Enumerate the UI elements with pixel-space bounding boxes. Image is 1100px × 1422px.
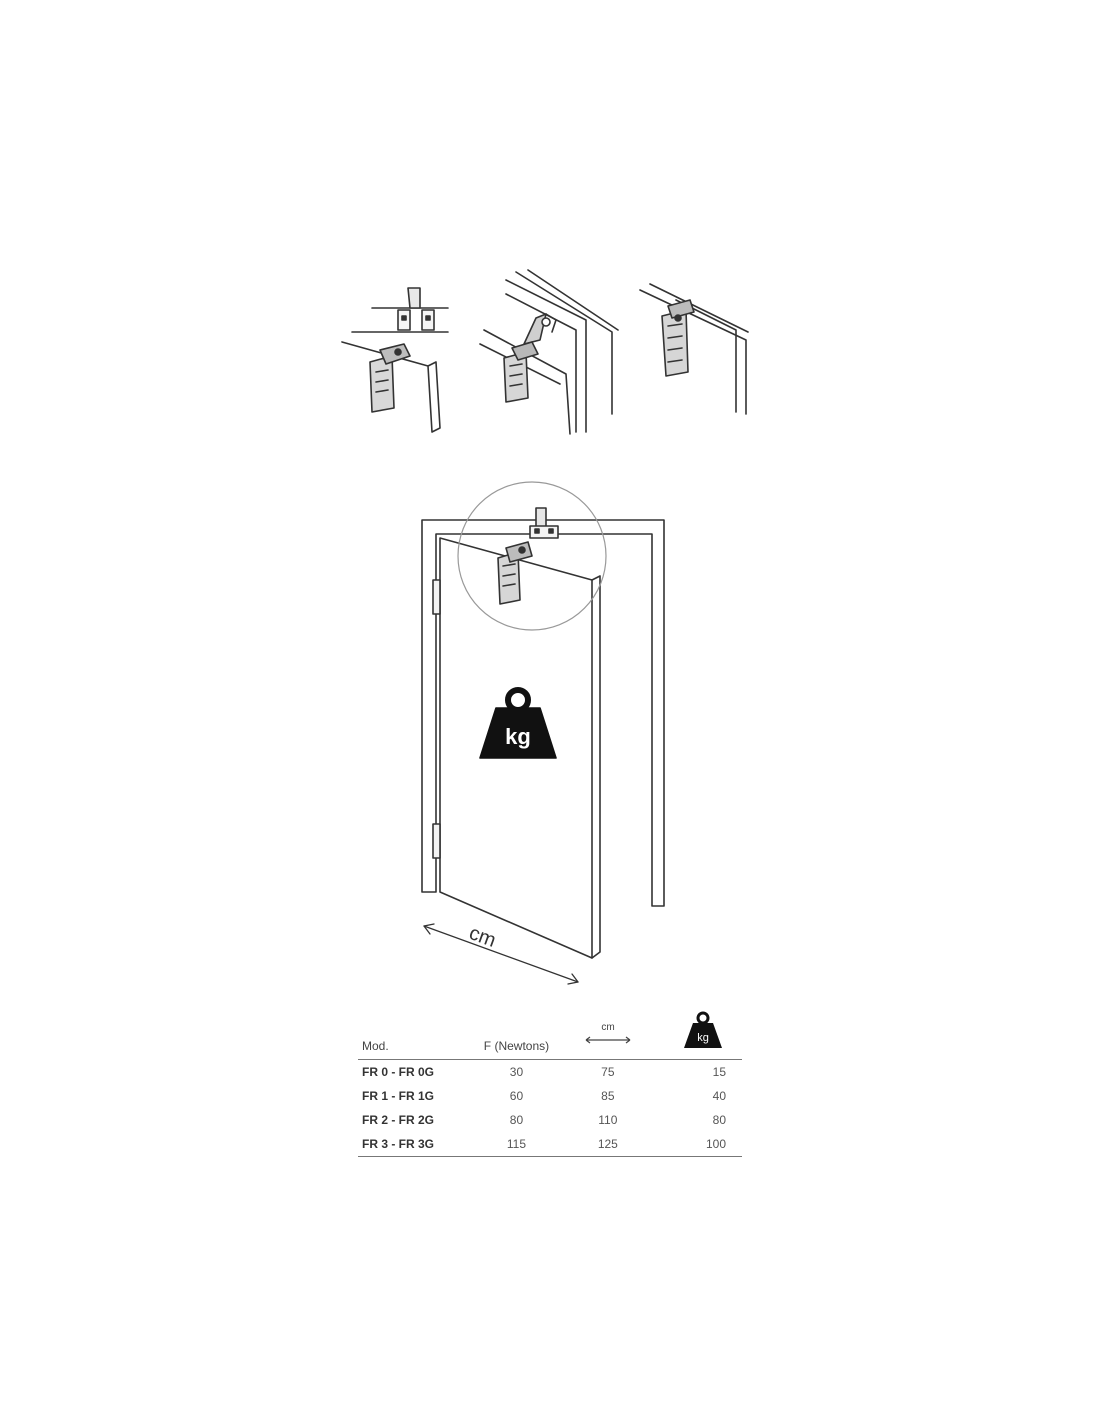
closer-view-2 [479,269,619,435]
spec-table: Mod. F (Newtons) cm [358,1010,742,1157]
cell-weight: 100 [651,1132,742,1157]
header-width: cm [564,1010,652,1060]
weight-header-icon: kg [680,1010,726,1053]
weight-header-svg: kg [684,1011,722,1048]
cell-width: 75 [601,1065,615,1079]
closer-view-1 [341,287,449,433]
table-header-row: Mod. F (Newtons) cm [358,1010,742,1060]
cell-width: 85 [601,1089,615,1103]
table-row: FR 0 - FR 0G 30 75 15 [358,1060,742,1085]
door-assembly: cm kg [421,481,665,985]
weight-header-label: kg [697,1032,709,1044]
installation-diagram: cm kg [341,269,749,985]
header-weight: kg [651,1010,742,1060]
cell-width: 110 [598,1113,618,1127]
width-label: cm [466,922,499,952]
width-arrow-svg: cm [585,1022,631,1044]
width-arrow-icon: cm [578,1020,638,1053]
installation-drawing: cm kg [341,269,749,985]
header-model: Mod. [358,1010,469,1060]
cell-model: FR 0 - FR 0G [362,1065,435,1079]
cell-force: 30 [509,1065,524,1079]
header-force: F (Newtons) [468,1010,565,1060]
cell-weight: 80 [712,1113,726,1127]
cell-force: 80 [509,1113,524,1127]
closer-view-3 [639,283,749,415]
width-header-label: cm [601,1022,614,1033]
cell-width: 125 [564,1132,652,1157]
table-row: FR 3 - FR 3G 115 125 100 [358,1132,742,1157]
cell-force: 60 [509,1089,524,1103]
cell-weight: 40 [712,1089,726,1103]
cell-weight: 15 [712,1065,726,1079]
cell-model: FR 2 - FR 2G [362,1113,435,1127]
cell-model: FR 3 - FR 3G [358,1132,469,1157]
weight-label: kg [505,724,531,749]
table-row: FR 2 - FR 2G 80 110 80 [358,1108,742,1132]
cell-model: FR 1 - FR 1G [362,1089,435,1103]
table-row: FR 1 - FR 1G 60 85 40 [358,1084,742,1108]
weight-icon: kg [479,687,557,759]
cell-force: 115 [468,1132,565,1157]
